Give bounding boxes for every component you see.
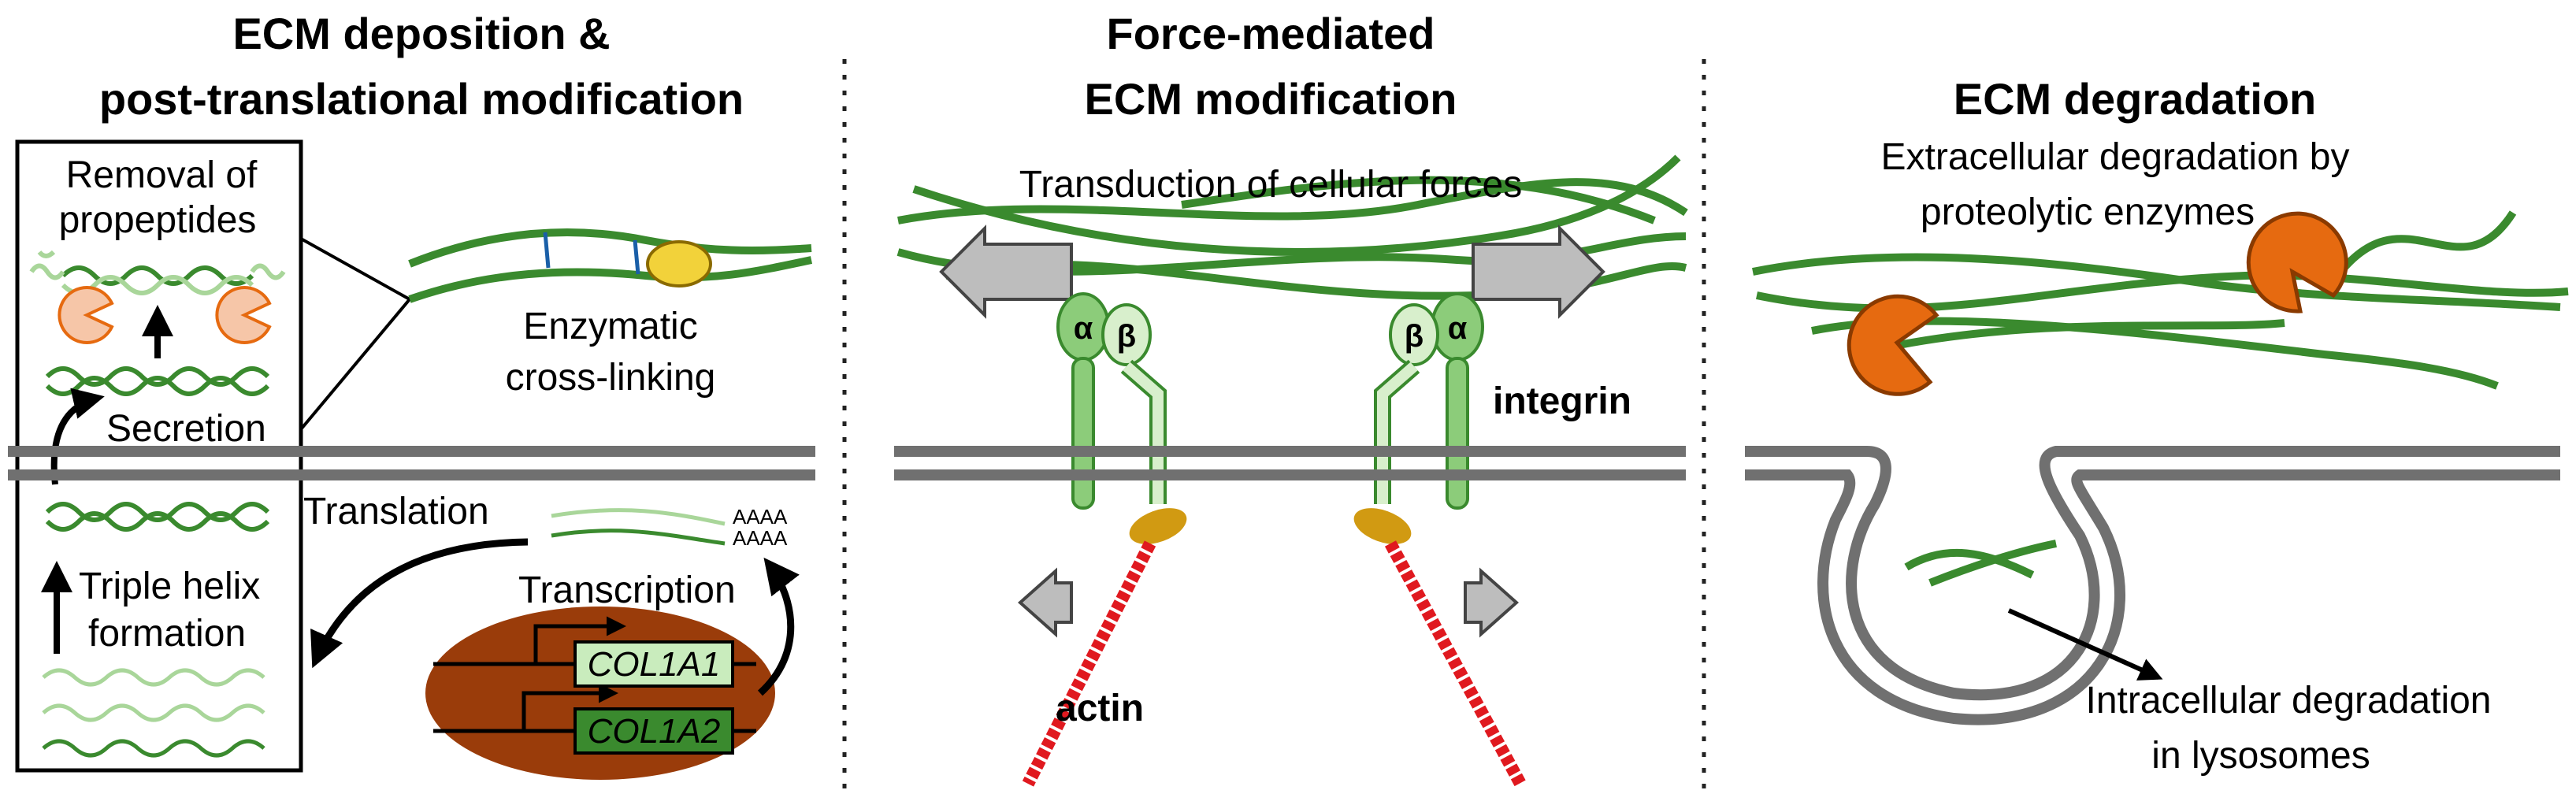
arrow-translation <box>310 538 529 669</box>
triple-label-line2: formation <box>88 613 246 655</box>
collagen-middle <box>45 366 270 396</box>
transcription-label: Transcription <box>518 569 736 611</box>
crosslink-1 <box>543 232 551 269</box>
force-arrow-left <box>939 224 1073 319</box>
gene-col1a2-label: COL1A2 <box>588 712 721 751</box>
collagen-inside <box>45 502 270 532</box>
force-arrow-right <box>1472 224 1605 319</box>
alpha-left: α <box>1074 311 1093 346</box>
actin-left <box>1022 540 1156 787</box>
procollagen-top <box>29 250 286 295</box>
crosslink-label-line1: Enzymatic <box>523 306 697 347</box>
gene-col1a1-label: COL1A1 <box>588 645 721 684</box>
adaptor-left <box>1129 508 1187 544</box>
zoom-line-top <box>300 237 410 301</box>
mrna <box>551 508 726 546</box>
panel-force-mediated: Force-mediated ECM modification Transduc… <box>894 9 1688 787</box>
crosslink-label-line2: cross-linking <box>506 357 716 399</box>
extra-label-line2: proteolytic enzymes <box>1921 191 2255 233</box>
removal-label-line2: propeptides <box>59 199 257 241</box>
protease-right <box>215 286 272 344</box>
panel-ecm-deposition: ECM deposition & post-translational modi… <box>8 9 815 780</box>
left-title-line2: post-translational modification <box>99 74 744 124</box>
polya-tail-2: AAAA <box>733 526 788 550</box>
triple-label-line1: Triple helix <box>79 566 260 607</box>
alpha-right: α <box>1448 311 1468 346</box>
middle-title-line2: ECM modification <box>1085 74 1457 124</box>
protease-left <box>58 286 114 344</box>
protease-1 <box>1847 294 1939 396</box>
gene-col1a2-box <box>573 707 734 755</box>
secretion-label: Secretion <box>106 408 266 450</box>
intra-label-line2: in lysosomes <box>2151 735 2370 777</box>
actin-right <box>1384 540 1527 787</box>
small-arrow-right <box>1464 567 1520 638</box>
internalized-collagen <box>1904 540 2057 587</box>
cell-membrane-right <box>1745 446 2560 725</box>
extra-label-line1: Extracellular degradation by <box>1880 136 2349 178</box>
beta-left: β <box>1117 319 1136 354</box>
zoom-line-bottom <box>299 298 411 431</box>
beta-right: β <box>1405 319 1423 354</box>
cell-membrane-left <box>8 446 815 480</box>
protease-2 <box>2246 211 2348 313</box>
middle-title-line1: Force-mediated <box>1107 9 1435 58</box>
ecm-fiber-crosslinked <box>408 228 813 303</box>
panel-ecm-degradation: ECM degradation Extracellular degradatio… <box>1745 74 2569 777</box>
polya-tail-1: AAAA <box>733 505 788 529</box>
intra-label-line1: Intracellular degradation <box>2086 680 2492 722</box>
arrow-lysosome <box>2007 608 2163 681</box>
crosslinking-enzyme <box>646 240 712 288</box>
left-title-line1: ECM deposition & <box>232 9 610 58</box>
integrin-right: α β <box>1374 292 1484 510</box>
forces-label: Transduction of cellular forces <box>1019 164 1523 206</box>
cell-membrane-middle <box>894 446 1686 480</box>
single-chains <box>42 668 265 758</box>
gene-col1a1-box <box>573 640 734 688</box>
arrow-secretion <box>50 388 105 485</box>
actin-label: actin <box>1056 688 1144 729</box>
small-arrow-left <box>1017 567 1073 638</box>
right-title: ECM degradation <box>1954 74 2316 124</box>
arrow-transcription <box>757 557 800 696</box>
translation-label: Translation <box>303 491 489 532</box>
adaptor-right <box>1353 508 1412 544</box>
removal-label-line1: Removal of <box>66 154 258 196</box>
crosslink-2 <box>633 239 640 275</box>
integrin-label: integrin <box>1493 380 1631 422</box>
